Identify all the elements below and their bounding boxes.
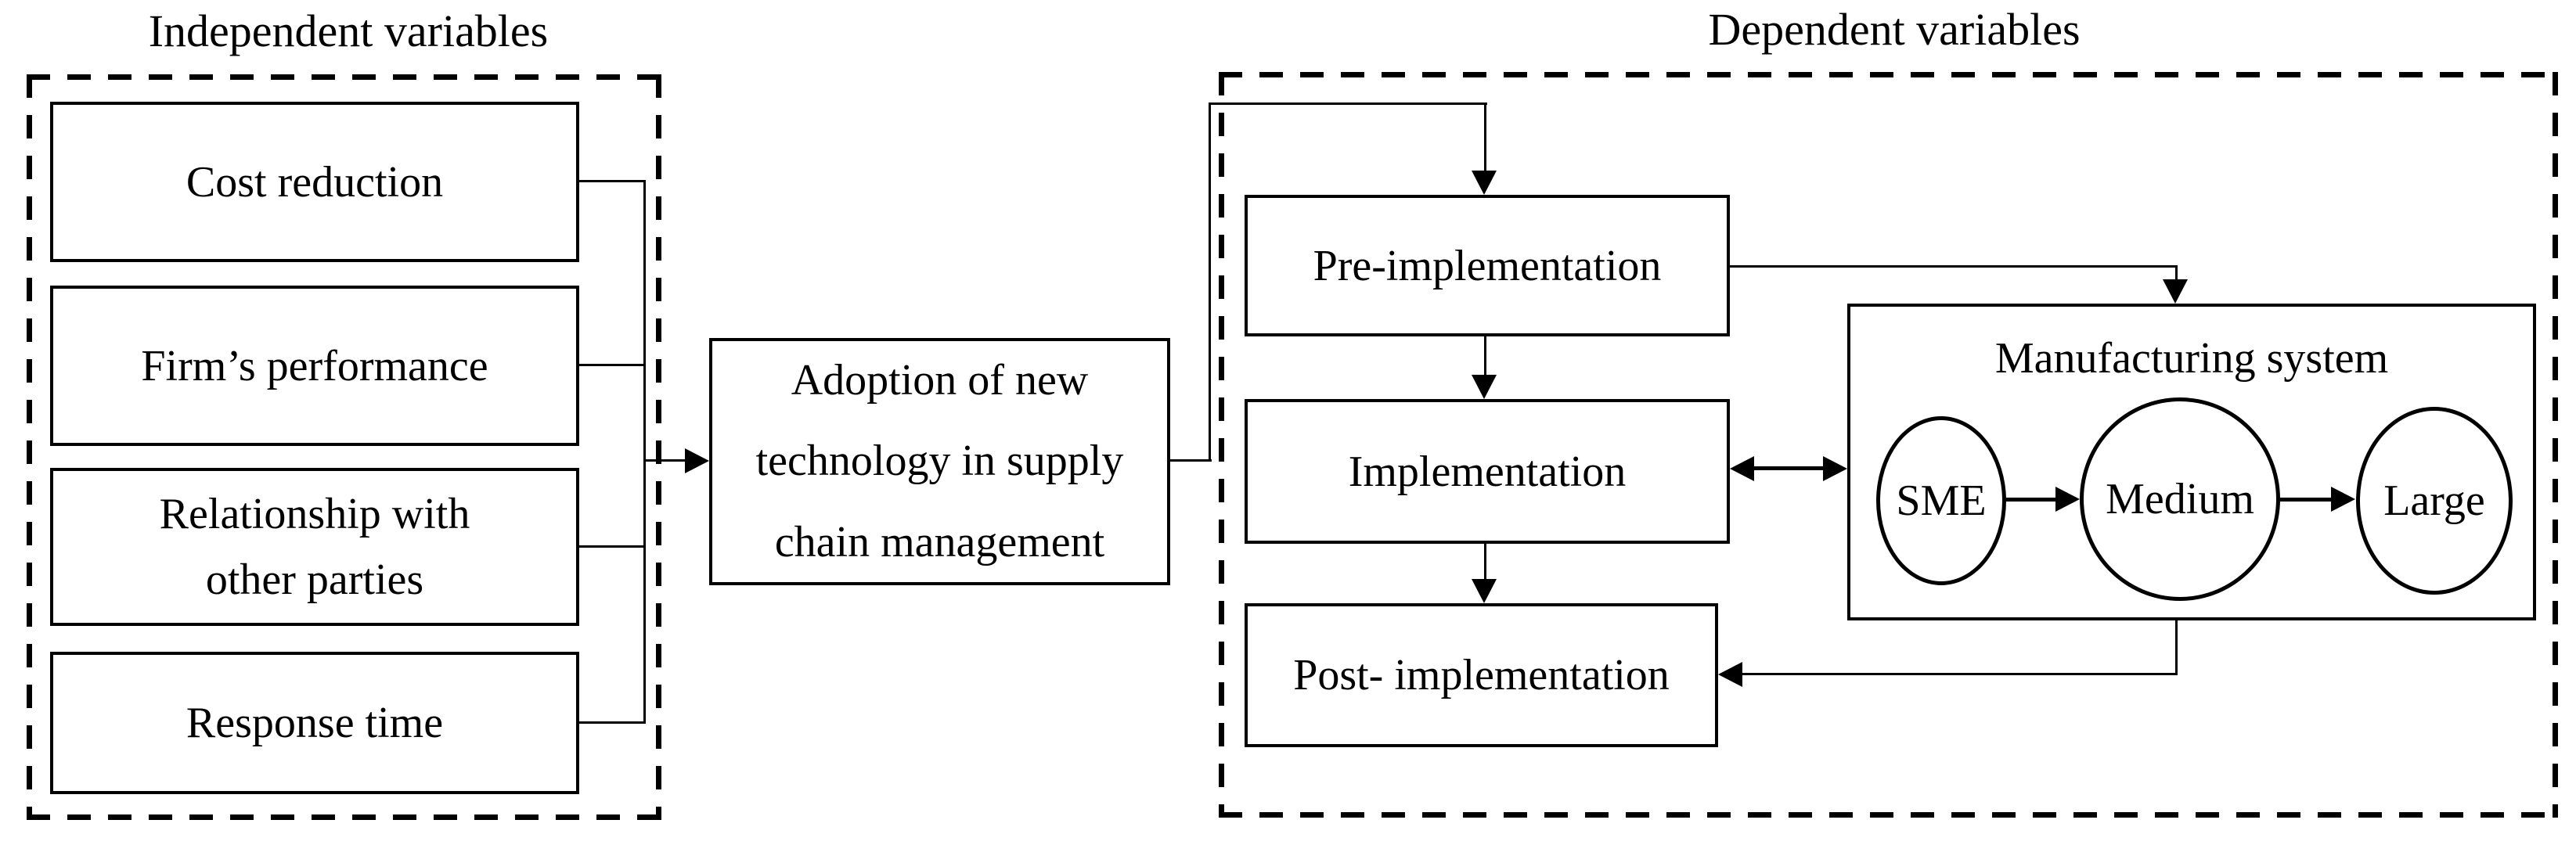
arrowhead-to-pre-implementation-icon: [1472, 171, 1497, 195]
box-firms-performance-label: Firm’s performance: [141, 341, 488, 390]
ellipse-sme-label: SME: [1896, 476, 1987, 525]
connector-response-time: [579, 721, 644, 724]
box-post-implementation-label: Post- implementation: [1293, 651, 1670, 699]
box-implementation-label: Implementation: [1348, 447, 1627, 496]
ellipse-large-label: Large: [2383, 476, 2485, 525]
connector-relationship: [579, 545, 644, 548]
connector-pre-to-manufacturing-h: [1730, 265, 2178, 268]
box-pre-implementation-label: Pre-implementation: [1313, 241, 1662, 290]
connector-adoption-down: [1484, 102, 1486, 173]
box-adoption-new-technology-label: Adoption of new technology in supply cha…: [755, 355, 1124, 566]
arrowhead-medium-large-icon: [2331, 487, 2355, 512]
independent-group-border-left: [27, 74, 32, 820]
independent-group-border-right: [656, 74, 661, 820]
connector-adoption-top: [1209, 102, 1487, 105]
connector-medium-large: [2280, 498, 2332, 502]
ellipse-large: Large: [2356, 407, 2513, 595]
box-firms-performance: Firm’s performance: [50, 286, 579, 446]
box-relationship-other-parties: Relationship with other parties: [50, 468, 579, 626]
connector-adoption-out: [1170, 459, 1212, 462]
arrowhead-to-manufacturing-left-icon: [1823, 456, 1847, 481]
box-response-time: Response time: [50, 652, 579, 794]
box-relationship-other-parties-label: Relationship with other parties: [159, 490, 470, 604]
independent-group-border-top: [27, 74, 661, 80]
box-cost-reduction: Cost reduction: [50, 102, 579, 262]
manufacturing-system-title: Manufacturing system: [1994, 334, 2389, 383]
dependent-variables-title: Dependent variables: [1708, 4, 2081, 55]
independent-variables-title: Independent variables: [148, 5, 549, 56]
box-adoption-new-technology: Adoption of new technology in supply cha…: [709, 338, 1170, 585]
connector-manufacturing-to-post-h: [1742, 673, 2178, 675]
arrowhead-impl-to-post-icon: [1472, 579, 1497, 603]
dependent-group-border-top: [1219, 72, 2558, 77]
connector-pre-to-manufacturing-v: [2175, 265, 2178, 282]
independent-group-border-bottom: [27, 814, 661, 820]
connector-adoption-up: [1209, 102, 1211, 462]
connector-impl-to-post: [1484, 544, 1486, 581]
connector-sme-medium: [2006, 498, 2056, 502]
connector-impl-manufacturing: [1752, 466, 1825, 470]
box-cost-reduction-label: Cost reduction: [186, 157, 444, 207]
arrowhead-to-implementation-icon: [1730, 456, 1754, 481]
arrow-line-to-adoption: [643, 459, 685, 462]
ellipse-medium-label: Medium: [2106, 475, 2254, 523]
ellipse-medium: Medium: [2080, 397, 2280, 601]
arrowhead-sme-medium-icon: [2055, 487, 2080, 512]
connector-collector-line: [643, 180, 646, 724]
connector-cost-reduction: [579, 180, 644, 182]
connector-pre-to-impl: [1484, 336, 1486, 377]
dependent-group-border-left: [1219, 72, 1224, 818]
box-post-implementation: Post- implementation: [1245, 603, 1718, 747]
box-response-time-label: Response time: [186, 699, 444, 747]
box-implementation: Implementation: [1245, 399, 1730, 544]
ellipse-sme: SME: [1876, 416, 2006, 585]
box-pre-implementation: Pre-implementation: [1245, 195, 1730, 336]
arrowhead-pre-to-impl-icon: [1472, 375, 1497, 399]
connector-manufacturing-down: [2175, 620, 2178, 675]
connector-firms-performance: [579, 364, 644, 366]
dependent-group-border-right: [2553, 72, 2558, 818]
arrowhead-to-post-implementation-icon: [1718, 662, 1742, 687]
arrowhead-to-manufacturing-icon: [2163, 279, 2188, 304]
arrowhead-to-adoption-icon: [685, 448, 709, 473]
dependent-group-border-bottom: [1219, 812, 2558, 818]
